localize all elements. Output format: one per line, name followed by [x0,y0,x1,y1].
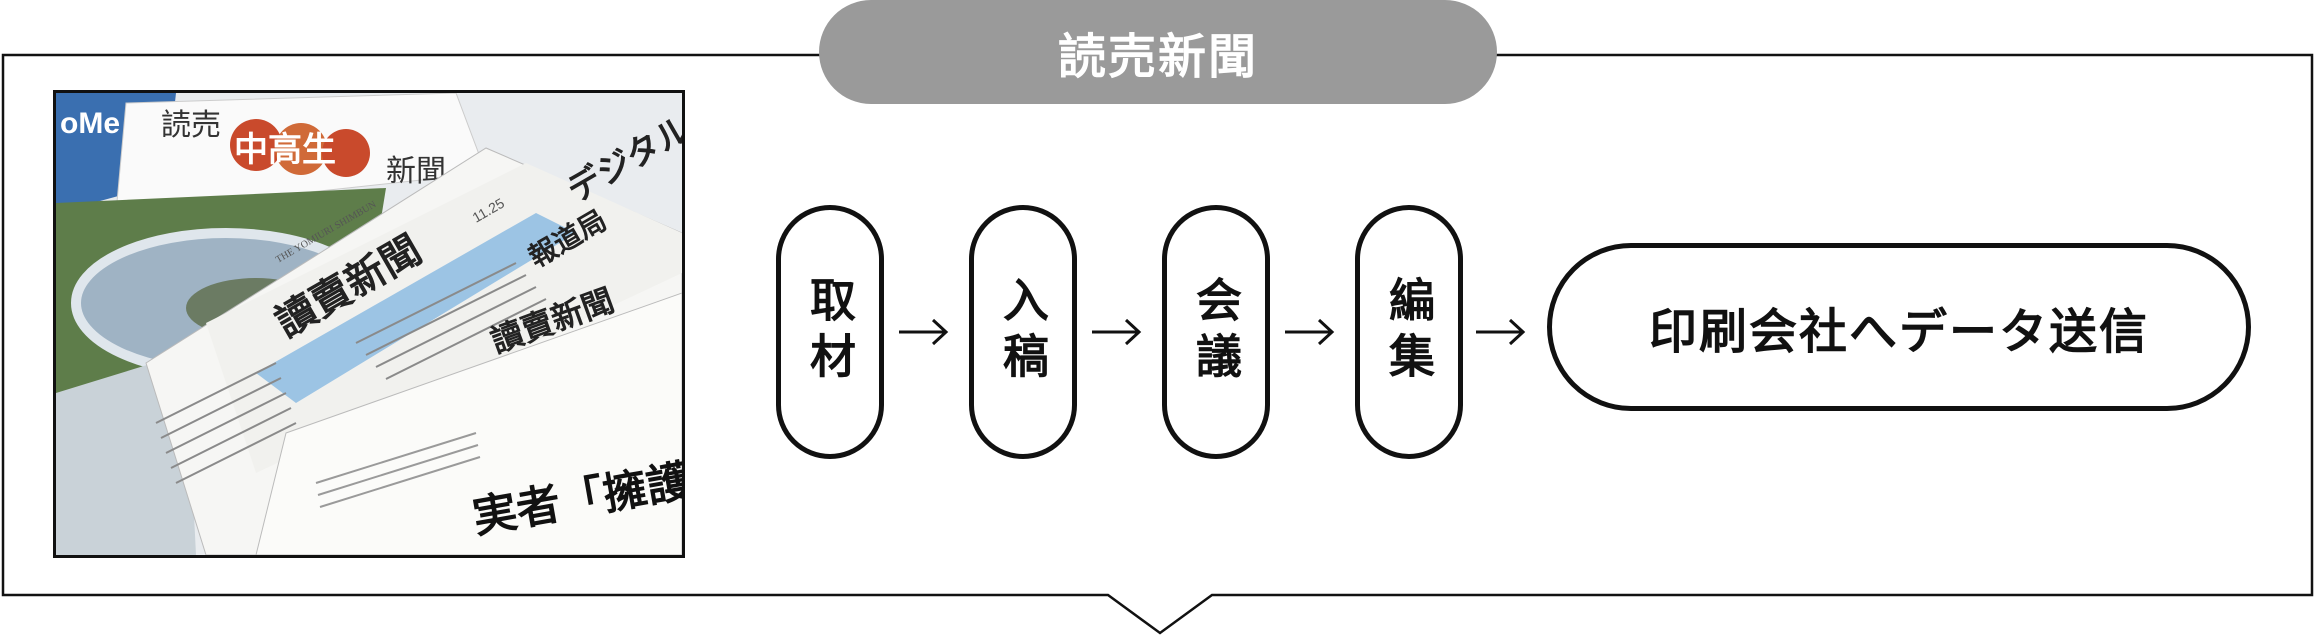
arrow-right-icon [1092,318,1142,346]
final-step-label: 印刷会社へデータ送信 [1648,304,2149,360]
step-label-nyuko: 入稿 [996,276,1050,388]
newspaper-photo: oMe 読売 中高生 新聞 THE YOMIURI SHIMBUN 讀賣新聞 [53,90,685,558]
badge-chugakusei: 中高生 [230,119,370,177]
blue-column [256,213,576,403]
title-pill: 読売新聞 [819,0,1497,104]
badge-text: 中高生 [234,130,336,170]
step-nyuko: 入稿 [969,205,1077,459]
step-henshu: 編集 [1355,205,1463,459]
svg-text:oMe: oMe [60,107,120,140]
step-kaigi: 会議 [1162,205,1270,459]
arrow-right-icon [1476,318,1526,346]
step-shuzai: 取材 [776,205,884,459]
step-send-to-printer: 印刷会社へデータ送信 [1547,243,2251,411]
step-label-henshu: 編集 [1382,276,1436,388]
newspaper-illustration: oMe 読売 中高生 新聞 THE YOMIURI SHIMBUN 讀賣新聞 [56,93,682,555]
arrow-right-icon [1285,318,1335,346]
masthead-yomiuri: 読売 [161,108,221,143]
text-lines [155,262,547,484]
step-label-shuzai: 取材 [803,276,857,388]
step-label-kaigi: 会議 [1189,276,1243,388]
arrow-right-icon [899,318,949,346]
page-title: 読売新聞 [1057,29,1258,85]
